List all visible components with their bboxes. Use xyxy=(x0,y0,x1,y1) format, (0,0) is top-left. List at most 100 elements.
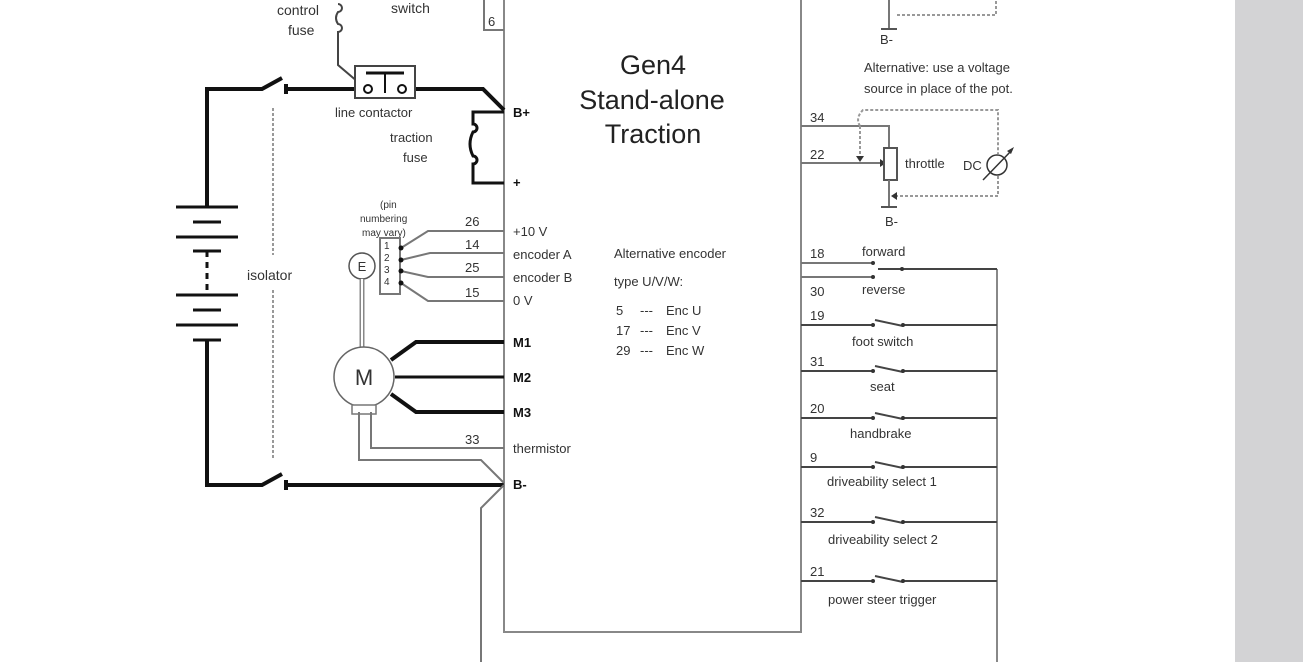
switch-contact-icon xyxy=(874,516,904,524)
voltage-source-dashed xyxy=(857,109,999,197)
throttle-label: throttle xyxy=(905,156,945,171)
alt-encoder-sep: --- xyxy=(640,303,653,318)
switch-row: 21 power steer trigger xyxy=(801,564,997,607)
alt-encoder-pin: 17 xyxy=(616,323,630,338)
switch-contact-icon xyxy=(874,461,904,469)
pin-10v: +10 V xyxy=(513,224,548,239)
battery-negative-wire xyxy=(205,340,504,490)
alt-encoder-pin: 29 xyxy=(616,343,630,358)
switch-wire-label: 21 xyxy=(810,564,824,579)
throttle-alt-note-2: source in place of the pot. xyxy=(864,81,1013,96)
pin-note-2: numbering xyxy=(360,214,407,225)
isolator-label: isolator xyxy=(247,267,292,283)
wire-25 xyxy=(400,270,504,278)
svg-text:M: M xyxy=(355,365,373,390)
switch-wire-label: 20 xyxy=(810,401,824,416)
top-pin-label: 6 xyxy=(488,14,495,29)
right-sidebar-panel xyxy=(1235,0,1303,662)
connector-pin-1: 1 xyxy=(384,241,390,252)
throttle-pot-icon xyxy=(883,147,898,181)
alt-encoder-signal: Enc V xyxy=(666,323,701,338)
wire-15-label: 15 xyxy=(465,285,479,300)
wiring-diagram: 6 Gen4 Stand-alone Traction isolator con… xyxy=(176,0,1014,662)
wire-15 xyxy=(400,282,504,302)
control-fuse-label-2: fuse xyxy=(288,22,315,38)
wire-14-label: 14 xyxy=(465,237,479,252)
switch-wire-label: 31 xyxy=(810,354,824,369)
wire-26-label: 26 xyxy=(465,214,479,229)
pin-encoder-a: encoder A xyxy=(513,247,572,262)
alt-encoder-sep: --- xyxy=(640,323,653,338)
switch-wire-label: 9 xyxy=(810,450,817,465)
switch-label: seat xyxy=(870,379,895,394)
connector-pin-4: 4 xyxy=(384,277,390,288)
top-dashed-return xyxy=(897,0,997,16)
switch-label: handbrake xyxy=(850,426,911,441)
line-contactor-icon xyxy=(354,65,416,99)
wire-34 xyxy=(801,125,890,148)
traction-fuse-label-2: fuse xyxy=(403,150,428,165)
pin-m3: M3 xyxy=(513,405,531,420)
alt-encoder-map: 5 --- Enc U 17 --- Enc V 29 --- Enc W xyxy=(616,303,705,358)
pin-m2: M2 xyxy=(513,370,531,385)
switch-row: 31 seat xyxy=(801,354,997,394)
switch-label: driveability select 2 xyxy=(828,532,938,547)
thermistor-wire-label: 33 xyxy=(465,432,479,447)
alt-encoder-signal: Enc W xyxy=(666,343,705,358)
line-contactor-label: line contactor xyxy=(335,105,413,120)
alt-encoder-signal: Enc U xyxy=(666,303,701,318)
switch-label: switch xyxy=(391,0,430,16)
pin-note-1: (pin xyxy=(380,200,397,211)
switch-wire-label: 19 xyxy=(810,308,824,323)
motor-ground-wire xyxy=(358,412,505,484)
pin-0v: 0 V xyxy=(513,293,533,308)
controller-title-2: Stand-alone xyxy=(579,85,725,115)
traction-fuse-icon xyxy=(468,110,504,185)
switch-row: 19 foot switch xyxy=(801,308,997,349)
connector-dots xyxy=(398,245,404,286)
contactor-to-bplus-wire xyxy=(407,87,506,112)
switch-contact-icon xyxy=(874,575,904,583)
motor-phase-m3 xyxy=(389,392,504,414)
control-fuse-icon xyxy=(335,3,359,83)
control-fuse-label-1: control xyxy=(277,2,319,18)
battery-icon xyxy=(176,205,238,342)
traction-fuse-label-1: traction xyxy=(390,130,433,145)
battery-positive-wire xyxy=(205,76,362,208)
wire-22-label: 22 xyxy=(810,147,824,162)
bminus-down-wire xyxy=(480,484,505,662)
wire-34-label: 34 xyxy=(810,110,824,125)
controller-title-1: Gen4 xyxy=(620,50,686,80)
motor-icon: M xyxy=(333,346,395,415)
switch-row: 32 driveability select 2 xyxy=(801,505,997,547)
throttle-alt-note-1: Alternative: use a voltage xyxy=(864,60,1010,75)
switch-label: forward xyxy=(862,244,905,259)
wire-14 xyxy=(400,252,504,261)
dc-label: DC xyxy=(963,158,982,173)
encoder-connector xyxy=(379,237,401,295)
switch-label: foot switch xyxy=(852,334,913,349)
switch-label: reverse xyxy=(862,282,905,297)
alt-encoder-title-2: type U/V/W: xyxy=(614,274,683,289)
switch-wire-label: 18 xyxy=(810,246,824,261)
pin-note-3: may vary) xyxy=(362,228,406,239)
switch-row: 20 handbrake xyxy=(801,401,997,441)
alt-encoder-title-1: Alternative encoder xyxy=(614,246,727,261)
encoder-icon: E xyxy=(348,252,376,280)
switch-contact-icon xyxy=(874,365,904,373)
controller-box xyxy=(503,0,802,633)
switch-label: power steer trigger xyxy=(828,592,937,607)
pin-plus: + xyxy=(513,175,521,190)
connector-pin-2: 2 xyxy=(384,253,390,264)
alt-encoder-pin: 5 xyxy=(616,303,623,318)
alt-encoder-sep: --- xyxy=(640,343,653,358)
switch-label: driveability select 1 xyxy=(827,474,937,489)
pin-bminus: B- xyxy=(513,477,527,492)
pin-thermistor: thermistor xyxy=(513,441,571,456)
pin-bplus: B+ xyxy=(513,105,530,120)
switch-wire-label: 32 xyxy=(810,505,824,520)
top-pin-box xyxy=(483,0,504,31)
controller-title-3: Traction xyxy=(605,119,702,149)
wire-25-label: 25 xyxy=(465,260,479,275)
